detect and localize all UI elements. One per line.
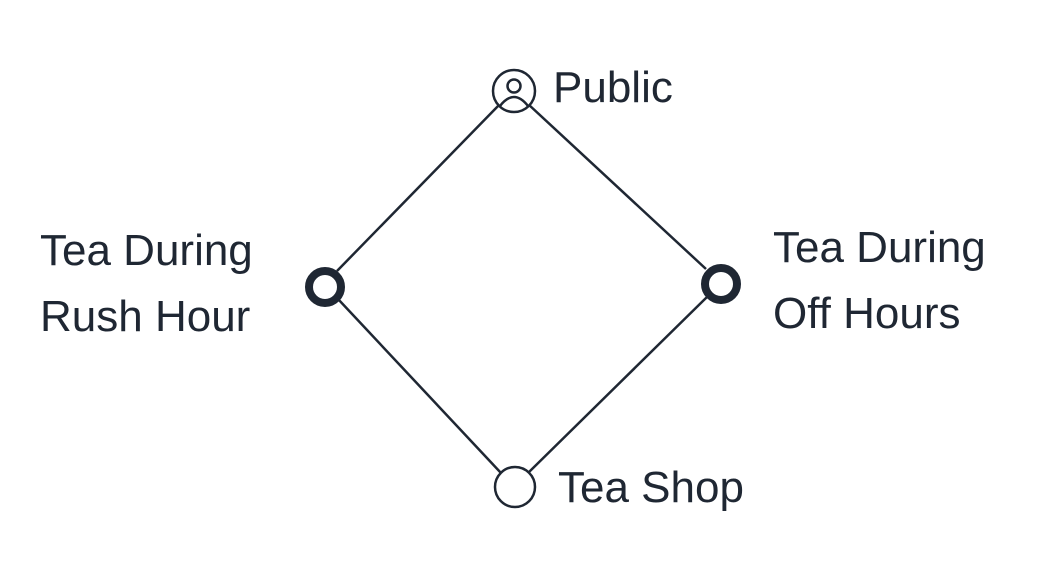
node-off-hours-label: Tea During Off Hours <box>773 223 986 338</box>
node-tea-shop[interactable] <box>493 465 537 509</box>
edge-off-hours-tea-shop <box>527 296 708 474</box>
node-public-ring <box>491 68 537 114</box>
node-rush-hour-ring <box>305 267 345 307</box>
person-icon <box>499 78 529 107</box>
edge-public-off-hours <box>527 103 707 270</box>
node-tea-shop-label: Tea Shop <box>558 463 744 512</box>
edge-public-rush-hour <box>336 103 501 272</box>
edge-rush-hour-tea-shop <box>337 298 502 474</box>
node-tea-shop-ring <box>493 465 537 509</box>
node-rush-hour[interactable] <box>305 267 345 307</box>
edges <box>336 103 708 474</box>
node-off-hours[interactable] <box>701 264 741 304</box>
node-rush-hour-label: Tea During Rush Hour <box>40 226 253 341</box>
node-off-hours-ring <box>701 264 741 304</box>
node-public-label: Public <box>553 63 673 112</box>
node-public[interactable] <box>491 68 537 114</box>
